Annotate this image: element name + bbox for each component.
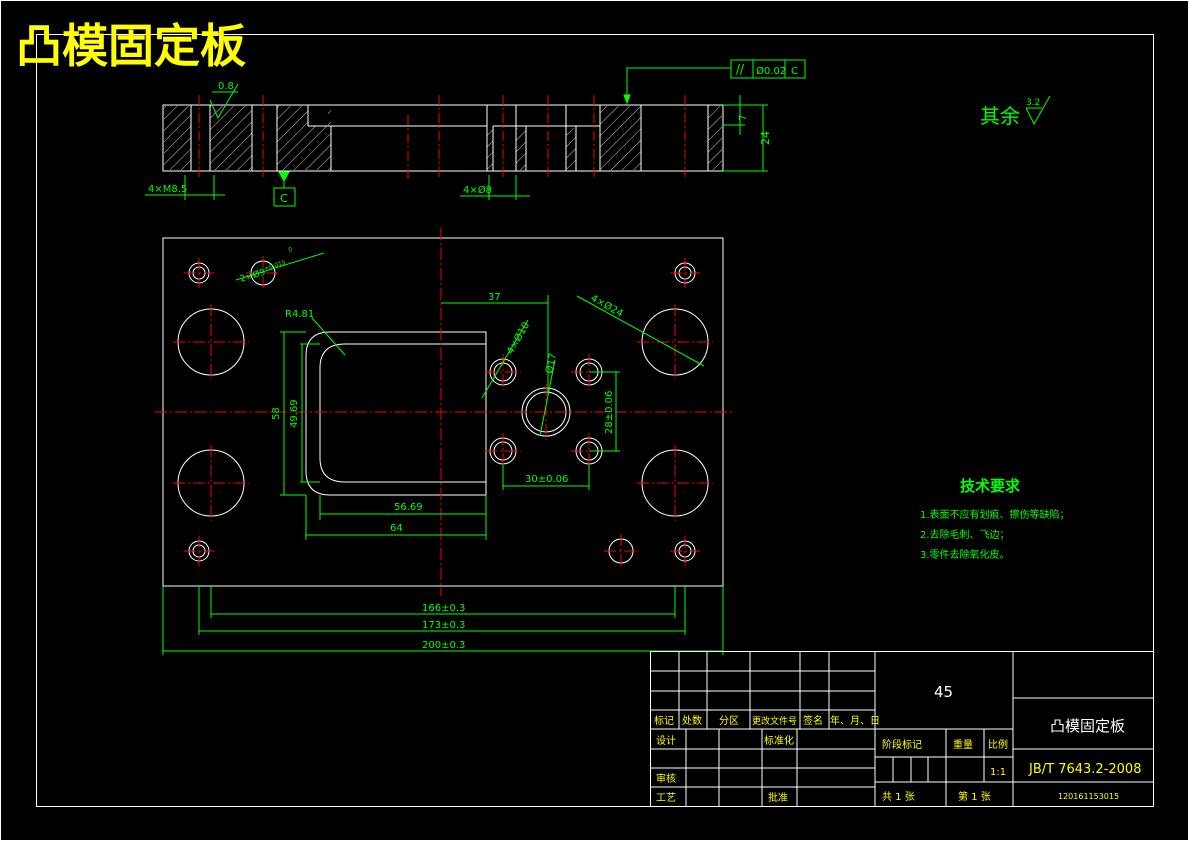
drawing-title: 凸模固定板 [16, 19, 246, 73]
parallelism-value: Ø0.02 [756, 65, 786, 77]
tb-sheet-no: 第 1 张 [958, 790, 991, 803]
dim-30: 30±0.06 [525, 474, 568, 485]
tb-scale: 1:1 [990, 767, 1006, 778]
tb-standard: JB/T 7643.2-2008 [1028, 762, 1141, 777]
tb-header-zone: 分区 [719, 715, 739, 727]
finish-mark-0-8: 0.8 [218, 81, 234, 92]
datum-c-label: C [280, 192, 288, 205]
tb-design: 设计 [656, 734, 676, 747]
tech-req-heading: 技术要求 [960, 477, 1021, 495]
dim-173: 173±0.3 [422, 620, 465, 631]
tb-weight: 重量 [953, 738, 973, 751]
dim-4969: 49.69 [289, 399, 300, 428]
tb-header-sign: 签名 [803, 714, 823, 727]
tb-approve: 批准 [768, 791, 788, 804]
surface-finish-mark [1025, 95, 1051, 126]
tb-header-change-doc: 更改文件号 [752, 715, 797, 727]
tb-standardize: 标准化 [764, 734, 794, 747]
dim-58: 58 [271, 407, 282, 420]
material: 45 [934, 683, 953, 701]
tb-process: 工艺 [656, 792, 676, 804]
tech-req-item-3: 3.零件去除氧化皮。 [920, 548, 1010, 561]
dim-o17: Ø17 [543, 352, 559, 375]
tech-req-item-1: 1.表面不应有划痕、擦伤等缺陷； [920, 508, 1070, 521]
dim-37: 37 [488, 292, 501, 303]
section-dimension-lines [145, 59, 806, 207]
tb-sheets-total: 共 1 张 [882, 791, 915, 803]
tb-stage-mark: 阶段标记 [882, 738, 922, 751]
surface-finish-value: 3.2 [1026, 98, 1040, 108]
tb-header-mark: 标记 [654, 715, 674, 727]
surface-finish-prefix: 其余 [980, 104, 1020, 128]
dim-64: 64 [390, 523, 403, 534]
section-centerlines [198, 95, 686, 180]
dim-dowel-tol-lower: 0 [288, 246, 294, 254]
dim-166: 166±0.3 [422, 603, 465, 614]
parallelism-symbol: // [736, 62, 745, 76]
dim-200: 200±0.3 [422, 640, 465, 651]
plan-dimension-lines [162, 252, 724, 655]
dim-4xm85: 4×M8.5 [148, 184, 187, 195]
tb-drawing-no: 120161153015 [1058, 792, 1119, 801]
title-block-grid [650, 651, 1154, 807]
tb-part-name: 凸模固定板 [1050, 717, 1125, 735]
inner-frame [36, 34, 1154, 807]
dim-4xo8: 4×Ø8 [463, 184, 492, 196]
parallelism-datum: C [791, 66, 798, 77]
tb-header-count: 处数 [682, 714, 702, 727]
dim-r481: R4.81 [285, 309, 314, 320]
dim-5669: 56.69 [394, 502, 423, 513]
tech-req-item-2: 2.去除毛刺、飞边； [920, 528, 1010, 541]
section-view [162, 104, 724, 172]
tb-scale-label: 比例 [988, 738, 1008, 751]
dim-4xo10: 4×Ø10 [504, 320, 532, 357]
tb-review: 审核 [656, 772, 676, 785]
dim-7: 7 [738, 115, 749, 121]
tb-header-date: 年、月、日 [830, 714, 880, 727]
dim-28: 28±0.06 [604, 391, 615, 434]
dim-24: 24 [759, 131, 772, 145]
